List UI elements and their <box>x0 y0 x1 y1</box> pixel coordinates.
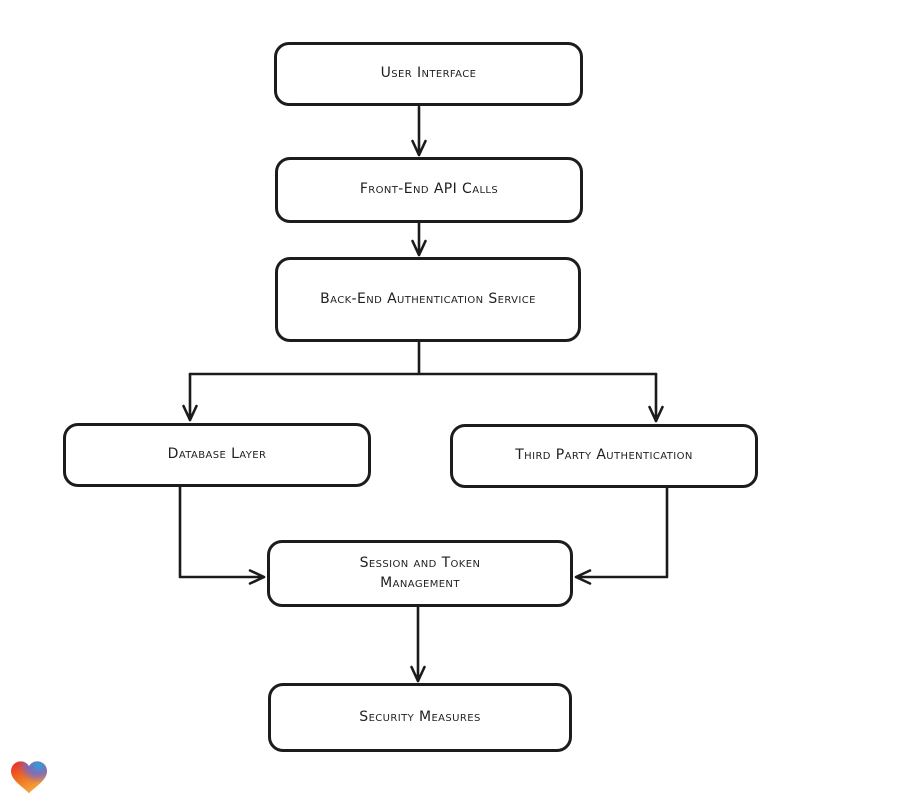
node-security-measures[interactable]: Security Measures <box>268 683 572 752</box>
node-back-end-authentication-service[interactable]: Back-End Authentication Service <box>275 257 581 342</box>
edge-auth-to-thirdparty <box>648 372 664 423</box>
edge-auth-to-database <box>182 372 198 422</box>
node-user-interface[interactable]: User Interface <box>274 42 583 106</box>
node-label: User Interface <box>380 65 477 82</box>
edge-api-to-auth <box>411 221 427 257</box>
node-label: Front-End API Calls <box>359 181 499 198</box>
edge-ui-to-api <box>411 105 427 157</box>
heart-icon <box>11 761 47 794</box>
node-front-end-api-calls[interactable]: Front-End API Calls <box>275 157 583 223</box>
node-label: Session and Token Management <box>359 554 481 591</box>
node-session-and-token-management[interactable]: Session and Token Management <box>267 540 573 607</box>
edge-thirdparty-to-session <box>574 486 669 585</box>
edge-session-to-security <box>410 605 426 683</box>
node-label: Security Measures <box>359 708 481 725</box>
node-third-party-authentication[interactable]: Third Party Authentication <box>450 424 758 488</box>
node-label: Third Party Authentication <box>515 447 693 464</box>
node-database-layer[interactable]: Database Layer <box>63 423 371 487</box>
node-label: Back-End Authentication Service <box>320 290 536 307</box>
edge-auth-branch-line <box>188 340 658 376</box>
edge-database-to-session <box>178 485 266 585</box>
eraser-logo[interactable] <box>11 761 47 795</box>
node-label: Database Layer <box>167 446 267 463</box>
